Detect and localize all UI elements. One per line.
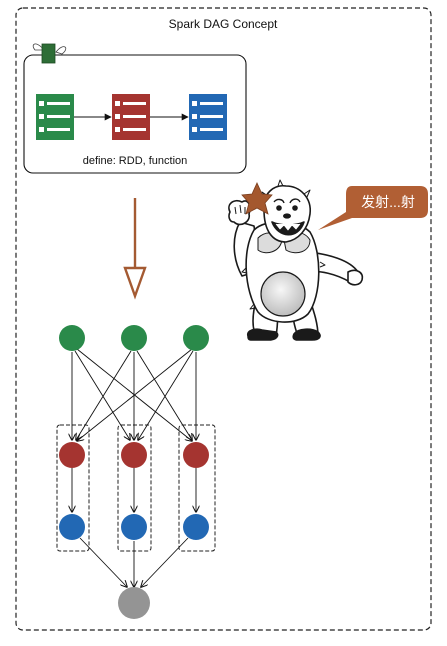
rdd-node-blue [121,514,147,540]
speech-bubble: 发射...射 [318,186,428,230]
rdd-node-blue [59,514,85,540]
rdd-node-green [183,325,209,351]
rdd-node-red [59,442,85,468]
speech-text: 发射...射 [361,194,415,210]
define-label: define: RDD, function [83,155,188,167]
rdd-node-red [121,442,147,468]
list-document-icon [189,94,227,140]
list-document-icon [112,94,150,140]
sprout-icon [32,43,67,64]
shuffle-edges [72,348,196,441]
outer-frame [15,7,432,631]
rdd-node-blue [183,514,209,540]
rdd-node-red [183,442,209,468]
star-icon [241,182,273,215]
partition-box [56,424,90,552]
narrow-edges [72,468,196,512]
diagram-title: Spark DAG Concept [169,17,278,31]
merge-edges [79,537,189,587]
rdd-node-green [121,325,147,351]
flow-arrow [123,198,147,300]
partition-box [178,424,216,552]
rdd-node-green [59,325,85,351]
partition-box [117,424,152,552]
rdd-node-gray [118,587,150,619]
yeti-mascot [228,179,364,341]
list-document-icon [36,94,74,140]
